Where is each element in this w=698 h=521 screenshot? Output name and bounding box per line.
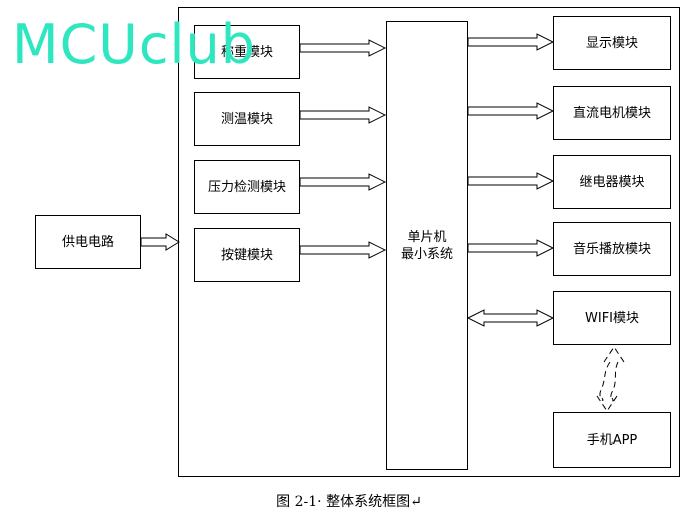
- arrow-weighing: [299, 39, 387, 57]
- output-module-music: 音乐播放模块: [553, 222, 671, 276]
- output-module-label: 显示模块: [585, 35, 638, 51]
- output-module-display: 显示模块: [553, 16, 671, 70]
- phone-app-box: 手机APP: [553, 412, 671, 468]
- mcu-box: 单片机 最小系统: [386, 21, 468, 470]
- phone-app-label: 手机APP: [586, 432, 638, 448]
- output-module-wifi: WIFI模块: [553, 291, 671, 345]
- input-module-label: 按键模块: [220, 247, 273, 263]
- input-module-label: 压力检测模块: [207, 179, 286, 195]
- output-module-label: 继电器模块: [579, 174, 645, 190]
- power-supply-label: 供电电路: [61, 234, 114, 250]
- output-module-label: 音乐播放模块: [572, 241, 651, 257]
- output-module-label: WIFI模块: [585, 310, 639, 326]
- figure-caption: 图 2-1· 整体系统框图↵: [276, 494, 422, 510]
- input-module-pressure: 压力检测模块: [194, 160, 300, 214]
- arrow-dc-motor: [467, 102, 555, 120]
- arrow-power: [140, 233, 180, 251]
- mcu-label-line2: 最小系统: [400, 246, 453, 262]
- input-module-weighing: 称重模块: [194, 25, 300, 79]
- power-supply-box: 供电电路: [35, 215, 141, 269]
- input-module-temperature: 测温模块: [194, 92, 300, 146]
- mcu-label-line1: 单片机: [407, 229, 447, 245]
- arrow-relay: [467, 172, 555, 190]
- output-module-dc-motor: 直流电机模块: [553, 86, 671, 140]
- watermark-logo: MCUclub: [12, 13, 257, 76]
- input-module-keys: 按键模块: [194, 228, 300, 282]
- arrow-pressure: [299, 173, 387, 191]
- output-module-label: 直流电机模块: [572, 105, 651, 121]
- arrow-temperature: [299, 106, 387, 124]
- arrow-wifi-bidirectional: [466, 309, 555, 327]
- input-module-label: 测温模块: [220, 111, 273, 127]
- arrow-display: [467, 33, 555, 51]
- arrow-keys: [299, 241, 387, 259]
- arrow-wifi-phone-dashed: [596, 346, 625, 412]
- output-module-relay: 继电器模块: [553, 155, 671, 209]
- input-module-label: 称重模块: [220, 44, 273, 60]
- arrow-music: [467, 239, 555, 257]
